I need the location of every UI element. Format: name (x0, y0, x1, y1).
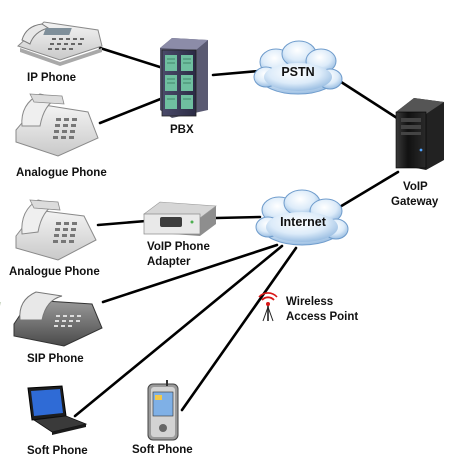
voip-gateway (395, 98, 444, 170)
voip-gateway-label-line2: Gateway (391, 196, 439, 208)
soft-phone-laptop (27, 385, 88, 435)
voip-adapter-icon (143, 201, 217, 236)
sip-phone-icon (0, 291, 103, 347)
link-analogue-adapter (96, 219, 148, 227)
wireless-ap-label-line1: Wireless (286, 296, 334, 308)
pbx-cabinet-icon (160, 38, 208, 118)
pbx (160, 38, 208, 118)
cloud-icon (255, 189, 349, 246)
voip-adapter (143, 201, 217, 236)
cloud-icon (253, 40, 343, 95)
server-tower-icon (395, 98, 444, 170)
link-pstn-gateway (336, 78, 399, 120)
analogue-phone-mid-label: Analogue Phone (9, 266, 100, 278)
analogue-phone-top-label: Analogue Phone (16, 167, 107, 179)
link-ipphone-pbx (98, 46, 165, 70)
link-internet-sip (101, 243, 279, 304)
link-gateway-internet (336, 170, 400, 210)
connection-lines (73, 46, 400, 418)
pda-icon (147, 380, 179, 441)
pstn-label: PSTN (281, 65, 314, 79)
pstn-cloud: PSTN (253, 40, 343, 95)
wireless-ap-label-line2: Access Point (286, 311, 359, 323)
voip-gateway-label-line1: VoIP (403, 181, 428, 193)
soft-phone-pda-label: Soft Phone (132, 444, 193, 456)
link-internet-pda (180, 246, 298, 412)
ip-phone (17, 21, 103, 66)
voip-adapter-label-line2: Adapter (147, 256, 191, 268)
analogue-phone-icon (15, 93, 99, 157)
sip-phone-label: SIP Phone (27, 353, 84, 365)
analogue-phone-icon (15, 199, 97, 261)
pbx-label: PBX (170, 124, 194, 136)
ip-phone-icon (17, 21, 103, 66)
analogue-phone-top (15, 93, 99, 157)
laptop-icon (27, 385, 88, 435)
internet-label: Internet (280, 215, 327, 229)
link-adapter-internet (214, 215, 262, 220)
wireless-antenna-icon (258, 292, 278, 322)
link-analogue-pbx (98, 96, 165, 125)
wireless-access-point (258, 292, 278, 322)
analogue-phone-mid (15, 199, 97, 261)
ip-phone-label: IP Phone (27, 72, 76, 84)
sip-phone (0, 291, 103, 347)
soft-phone-laptop-label: Soft Phone (27, 445, 88, 457)
link-pbx-pstn (211, 69, 261, 77)
internet-cloud: Internet (255, 189, 349, 246)
link-internet-laptop (73, 244, 284, 418)
soft-phone-pda (147, 380, 179, 441)
voip-adapter-label-line1: VoIP Phone (147, 241, 210, 253)
